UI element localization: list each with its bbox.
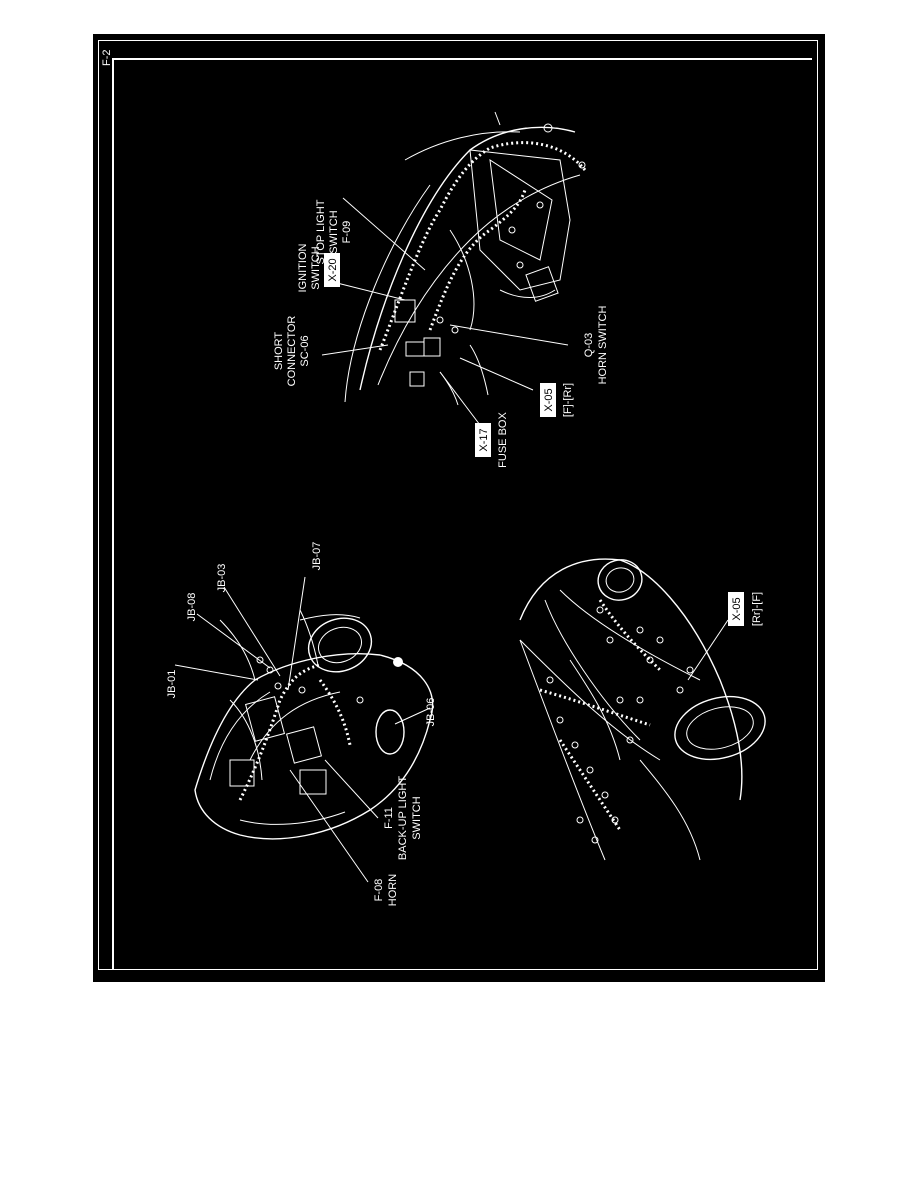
- back-up-light-switch-label-2: SWITCH: [411, 796, 423, 839]
- jb07-label: JB-07: [311, 542, 323, 571]
- jb03-label: JB-03: [216, 564, 228, 593]
- x05-body-box: [728, 592, 744, 626]
- jb01-label: JB-01: [166, 670, 178, 699]
- x05-interior-direction: [F]-[Rr]: [562, 383, 574, 417]
- engine-illustration: [194, 609, 434, 840]
- x05-interior-box: [540, 383, 556, 417]
- outer-frame: [98, 40, 818, 970]
- fuse-box-label: FUSE BOX: [497, 412, 509, 468]
- engine-leaders: [174, 576, 431, 883]
- fuse-box-code-box: [475, 423, 491, 457]
- stop-light-switch-label-1: STOP LIGHT: [315, 199, 327, 264]
- short-connector-label-1: SHORT: [273, 332, 285, 371]
- interior-illustration: [344, 111, 587, 406]
- back-up-light-switch-label-1: BACK-UP LIGHT: [397, 776, 409, 860]
- horn-code: F-08: [373, 879, 385, 902]
- x05-body-code: X-05: [731, 597, 743, 620]
- x05-interior-code: X-05: [543, 388, 555, 411]
- back-up-light-switch-code: F-11: [383, 807, 395, 829]
- horn-switch-label: HORN SWITCH: [597, 306, 609, 385]
- interior-leaders: [321, 197, 569, 426]
- stop-light-switch-label-2: SWITCH: [328, 210, 340, 253]
- short-connector-label-2: CONNECTOR: [286, 316, 298, 387]
- inner-frame: [112, 58, 812, 970]
- jb06-label: JB-06: [425, 698, 437, 727]
- ignition-code: X-20: [327, 258, 339, 281]
- diagram-sheet: [93, 34, 825, 982]
- short-connector-label-3: SC-06: [299, 335, 311, 366]
- ignition-switch-label-1: IGNITION: [297, 244, 309, 293]
- ignition-code-box: [324, 253, 340, 287]
- body-illustration: [519, 558, 766, 861]
- stop-light-switch-label-3: F-09: [341, 221, 353, 244]
- fuse-box-code: X-17: [478, 428, 490, 451]
- x05-body-leader: [687, 619, 729, 681]
- horn-label: HORN: [387, 874, 399, 906]
- jb08-label: JB-08: [186, 593, 198, 622]
- page-tag: F-2: [101, 50, 113, 67]
- ignition-switch-label-2: SWITCH: [310, 246, 322, 289]
- x05-body-direction: [Rr]-[F]: [751, 592, 763, 626]
- horn-switch-code: Q-03: [583, 333, 595, 357]
